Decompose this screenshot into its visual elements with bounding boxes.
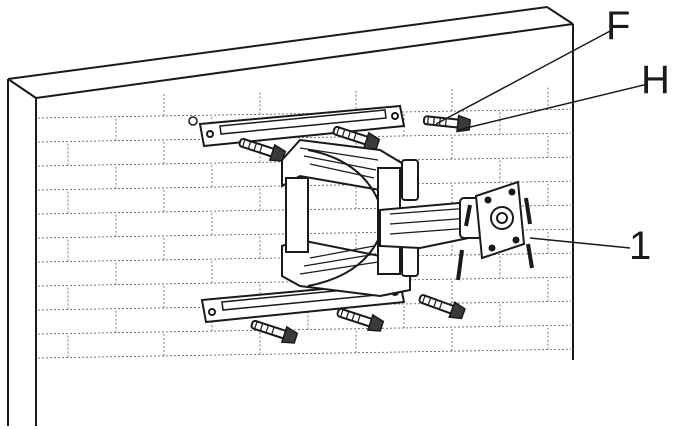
brick-mortar-row bbox=[37, 180, 572, 191]
anchor-bolt-bottom-3 bbox=[418, 294, 466, 320]
anchor-bolt-top-3 bbox=[422, 114, 472, 133]
brick-mortar-row bbox=[37, 324, 572, 335]
brick-mortar-row bbox=[37, 348, 572, 359]
wall-marker-hole bbox=[188, 116, 198, 126]
mount-frame bbox=[281, 138, 483, 298]
bottom-plate-hole-left bbox=[208, 308, 216, 316]
anchor-bolt-bottom-1 bbox=[250, 319, 299, 344]
anchor-bolt-top-1 bbox=[238, 137, 287, 162]
brick-mortar-row bbox=[37, 300, 572, 311]
bottom-hinge-housing bbox=[281, 238, 411, 298]
leader-line-f bbox=[435, 29, 613, 125]
bottom-arm-curve bbox=[307, 239, 379, 287]
hinge-cylinder-top bbox=[401, 159, 419, 201]
leader-lines bbox=[435, 29, 649, 249]
wall bbox=[7, 5, 574, 426]
vesa-hole-top-right bbox=[508, 188, 516, 196]
top-arm-curve bbox=[307, 149, 379, 201]
vesa-pin-lower-left bbox=[456, 249, 464, 281]
vesa-head-plate bbox=[456, 180, 534, 281]
vesa-hole-bottom-right bbox=[512, 236, 520, 244]
wall-top-back-edge bbox=[7, 5, 574, 80]
upper-arm-ribs bbox=[299, 147, 379, 179]
top-plate-slot bbox=[219, 109, 387, 135]
brick-mortar-row bbox=[37, 132, 572, 143]
vesa-hole-top-left bbox=[484, 196, 492, 204]
vesa-hole-bottom-left bbox=[488, 244, 496, 252]
callout-label-1: 1 bbox=[629, 224, 652, 268]
leader-line-h bbox=[457, 83, 649, 131]
brick-mortar-row bbox=[37, 108, 572, 119]
vesa-pin-upper-right bbox=[524, 197, 532, 225]
anchor-bolt-top-2 bbox=[332, 125, 381, 150]
brick-mortar-row bbox=[37, 156, 572, 167]
brick-mortar-row bbox=[37, 276, 572, 287]
vesa-pin-lower-right bbox=[526, 243, 534, 269]
vesa-pin-upper-left bbox=[464, 204, 472, 227]
wall-left-top-join bbox=[7, 78, 37, 99]
frame-left-post bbox=[285, 177, 309, 253]
top-plate-hole-left bbox=[206, 130, 214, 138]
top-plate-hole-right bbox=[391, 112, 399, 120]
extension-arm-ribs bbox=[389, 207, 471, 235]
anchor-bolt-bottom-2 bbox=[336, 307, 385, 332]
anchor-bolts bbox=[238, 114, 472, 344]
leader-line-1 bbox=[529, 237, 631, 249]
lower-arm-ribs bbox=[299, 245, 379, 275]
callout-label-h: H bbox=[641, 58, 670, 102]
callout-label-f: F bbox=[606, 4, 631, 48]
vesa-center-hole bbox=[496, 212, 508, 224]
wall-top-front-edge bbox=[35, 23, 574, 99]
top-wall-plate bbox=[188, 104, 406, 148]
